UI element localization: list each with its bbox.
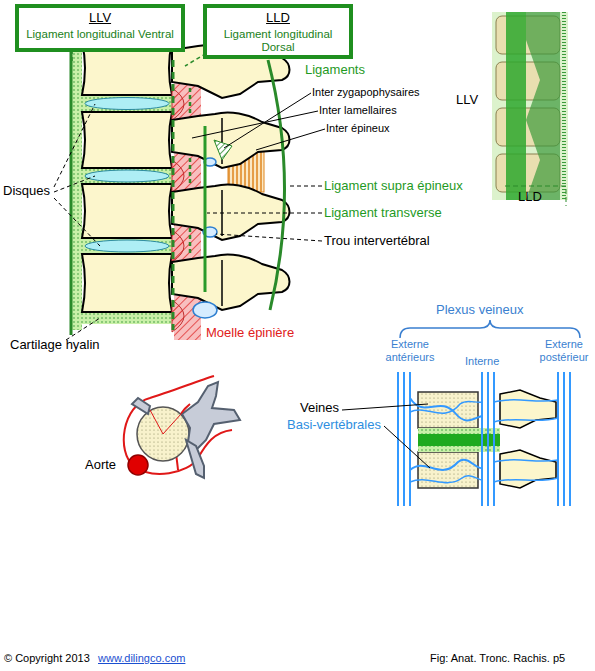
- leader-line: [66, 318, 100, 340]
- plexus-label: Externe antérieurs: [374, 338, 446, 363]
- part-label: Veines: [300, 401, 339, 416]
- vertebral-body-section: [137, 407, 189, 461]
- vein-connector: [494, 460, 558, 462]
- hyaline-cartilage: [82, 312, 172, 324]
- intervertebral-foramen: [193, 302, 217, 318]
- plexus-label: Externe postérieur: [534, 338, 594, 363]
- basivertebral-vein: [410, 476, 482, 483]
- vein-connector: [494, 400, 558, 402]
- ventral-ligament-band: [72, 40, 82, 330]
- section-heading: Plexus veineux: [436, 303, 523, 318]
- vessel-branch: [150, 410, 163, 434]
- part-label: Trou intervertébral: [324, 234, 430, 249]
- vein-line: [569, 372, 571, 506]
- vertebral-arch: [500, 450, 556, 488]
- disc-nucleus: [85, 240, 169, 252]
- legend-box: LLD Ligament longitudinal Dorsal: [203, 4, 353, 59]
- vein-line: [481, 372, 483, 506]
- dorsal-ligament-line: [172, 60, 175, 330]
- part-label: Disques: [3, 184, 50, 199]
- inset-dotted-edge: [562, 12, 566, 200]
- vein-line: [409, 372, 411, 506]
- box-text: Ligament longitudinal Dorsal: [207, 28, 349, 56]
- disc: [82, 238, 172, 254]
- leader-line: [207, 213, 322, 214]
- articular-line: [221, 260, 223, 306]
- leader-line: [54, 198, 100, 246]
- vertebral-body: [82, 112, 172, 168]
- ligament-label: Inter zygapophysaires: [312, 86, 420, 99]
- zygapophyseal-ligament: [214, 140, 232, 160]
- basivertebral-vein: [410, 401, 482, 413]
- vertebral-body: [418, 392, 478, 428]
- vertebral-body: [82, 184, 172, 238]
- inset-label: LLV: [456, 93, 478, 108]
- section-heading: Ligaments: [305, 63, 365, 78]
- box-text: Ligament longitudinal Ventral: [19, 28, 181, 42]
- plexus-label: Interne: [465, 355, 499, 368]
- disc: [82, 168, 172, 184]
- inset-label: LLD: [518, 190, 542, 205]
- interlamellar-ligament: [189, 228, 192, 256]
- vein-connector: [494, 478, 558, 482]
- box-heading: LLD: [207, 10, 349, 26]
- leader-line: [505, 186, 566, 206]
- interlamellar-ligament: [189, 158, 192, 186]
- website-link: www.dilingco.com: [98, 652, 185, 665]
- inset-background: [492, 12, 568, 200]
- ligament-label: Inter lamellaires: [319, 104, 397, 117]
- box-heading: LLV: [19, 10, 181, 26]
- interlamellar-ligament: [189, 88, 192, 116]
- vein-line: [557, 372, 559, 506]
- part-label: Aorte: [85, 458, 116, 473]
- leader-line: [384, 426, 430, 468]
- basivertebral-vein: [410, 398, 482, 420]
- disc-nucleus: [85, 98, 169, 110]
- transverse-process: [186, 440, 204, 478]
- bracket: [400, 320, 580, 338]
- leader-line: [288, 186, 322, 187]
- leader-line: [256, 129, 325, 150]
- ventral-ligament-line: [70, 40, 73, 335]
- disc-bulge: [172, 88, 184, 120]
- inset-dorsal-ligament: [526, 12, 560, 200]
- vein-line: [487, 372, 489, 506]
- vein-line: [403, 372, 405, 506]
- vein-line: [493, 372, 495, 506]
- basivertebral-vein: [410, 460, 482, 470]
- vertebral-body: [82, 254, 172, 312]
- leader-line: [342, 404, 428, 410]
- transverse-process: [132, 398, 150, 414]
- aorta-circle: [128, 455, 148, 475]
- copyright-note: © Copyright 2013: [4, 652, 90, 665]
- part-label: Cartilage hyalin: [10, 338, 100, 353]
- leader-line: [192, 111, 318, 138]
- disc-nucleus: [85, 170, 169, 182]
- ligament-label: Ligament supra épineux: [324, 179, 463, 194]
- supraspinous-ligament: [268, 60, 285, 310]
- disc-bulge: [172, 160, 184, 192]
- leader-line: [224, 93, 311, 148]
- leader-line: [54, 176, 95, 192]
- ligament-label: Ligament transverse: [324, 206, 442, 221]
- vessel-branch: [163, 404, 190, 434]
- legend-box: LLV Ligament longitudinal Ventral: [15, 4, 185, 52]
- disc: [82, 95, 172, 112]
- figure-caption: Fig: Anat. Tronc. Rachis. p5: [430, 652, 565, 665]
- vertebral-arch-section: [182, 382, 240, 450]
- transverse-ligament: [204, 126, 207, 292]
- part-label: Basi-vertébrales: [287, 418, 381, 433]
- ligament-label: Inter épineux: [326, 122, 390, 135]
- part-label: Moelle épinière: [206, 326, 294, 341]
- leader-line: [216, 234, 322, 241]
- vertebral-arch: [500, 390, 556, 428]
- inset-ventral-ligament: [506, 12, 526, 200]
- vein-line: [563, 372, 565, 506]
- vein-connector: [494, 418, 558, 422]
- leader-line: [54, 104, 95, 187]
